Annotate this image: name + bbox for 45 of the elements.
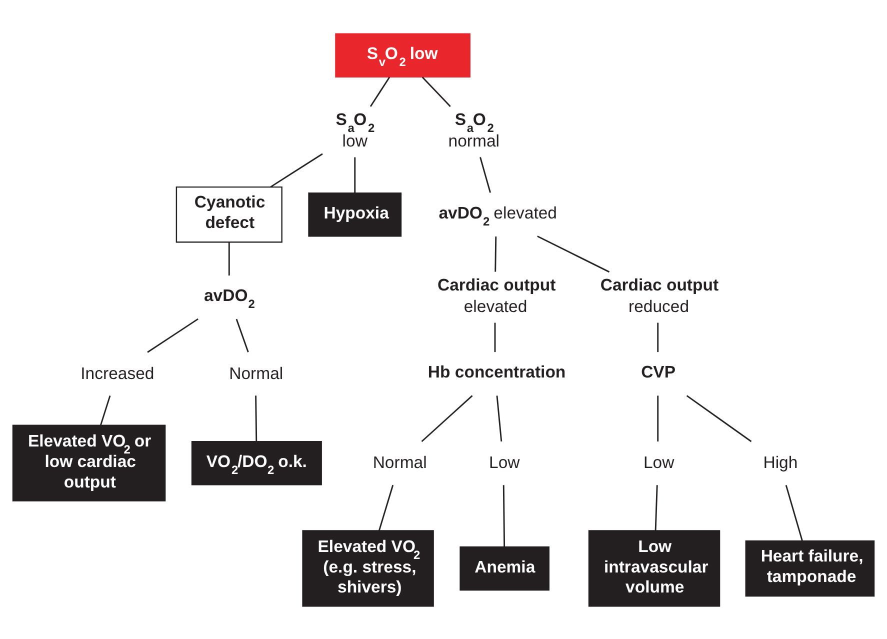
node-box: Anemia [460, 546, 550, 590]
connector [228, 242, 230, 276]
connector [422, 76, 451, 107]
node-text: Cardiac output reduced [600, 274, 719, 316]
connector [657, 395, 659, 441]
node-text: Normal [372, 452, 427, 472]
node-text: Low [489, 452, 520, 472]
connector [421, 394, 473, 442]
node-box: VO$_{2}$/DO$_{2}$ o.k. [191, 440, 322, 485]
node-text: avDO$_{2}$ [204, 286, 255, 311]
node-text: Normal [229, 363, 284, 382]
connector [502, 484, 506, 546]
connector [494, 236, 497, 272]
node-box: Elevated VO$_{2}$ or low cardiac output [12, 424, 166, 501]
node-text: Cardiac output elevated [438, 274, 556, 316]
connector [354, 156, 356, 192]
node-box: Heart failure, tamponade [745, 540, 875, 596]
connector [147, 318, 198, 352]
node-text: Hb concentration [428, 362, 566, 382]
node-box: Cyanotic defect [176, 186, 282, 242]
node-text: S$_{a}$O$_{2}$ normal [448, 110, 500, 150]
connector [654, 484, 658, 530]
connector [496, 395, 502, 442]
node-text: High [763, 452, 798, 472]
node-box: S$_{v}$O$_{2}$ low [335, 32, 470, 77]
connector [370, 76, 390, 106]
node-text: CVP [641, 362, 676, 382]
connector [657, 322, 659, 352]
connector [255, 395, 258, 441]
node-text: Increased [80, 363, 154, 382]
node-box: Low intravascular volume [588, 530, 720, 606]
node-text: Low [643, 452, 674, 472]
connector [236, 318, 249, 352]
node-box: Elevated VO$_{2}$ (e.g. stress, shivers) [302, 530, 434, 606]
connector [494, 322, 496, 352]
node-text: S$_{a}$O$_{2}$ low [336, 110, 375, 150]
node-text: avDO$_{2}$ elevated [438, 202, 557, 228]
connector [378, 484, 394, 530]
connector [270, 152, 323, 188]
connector [785, 484, 803, 540]
connector [537, 235, 610, 272]
node-box: Hypoxia [308, 192, 402, 236]
connector [686, 394, 752, 442]
connector [480, 156, 491, 192]
connector [100, 394, 111, 425]
